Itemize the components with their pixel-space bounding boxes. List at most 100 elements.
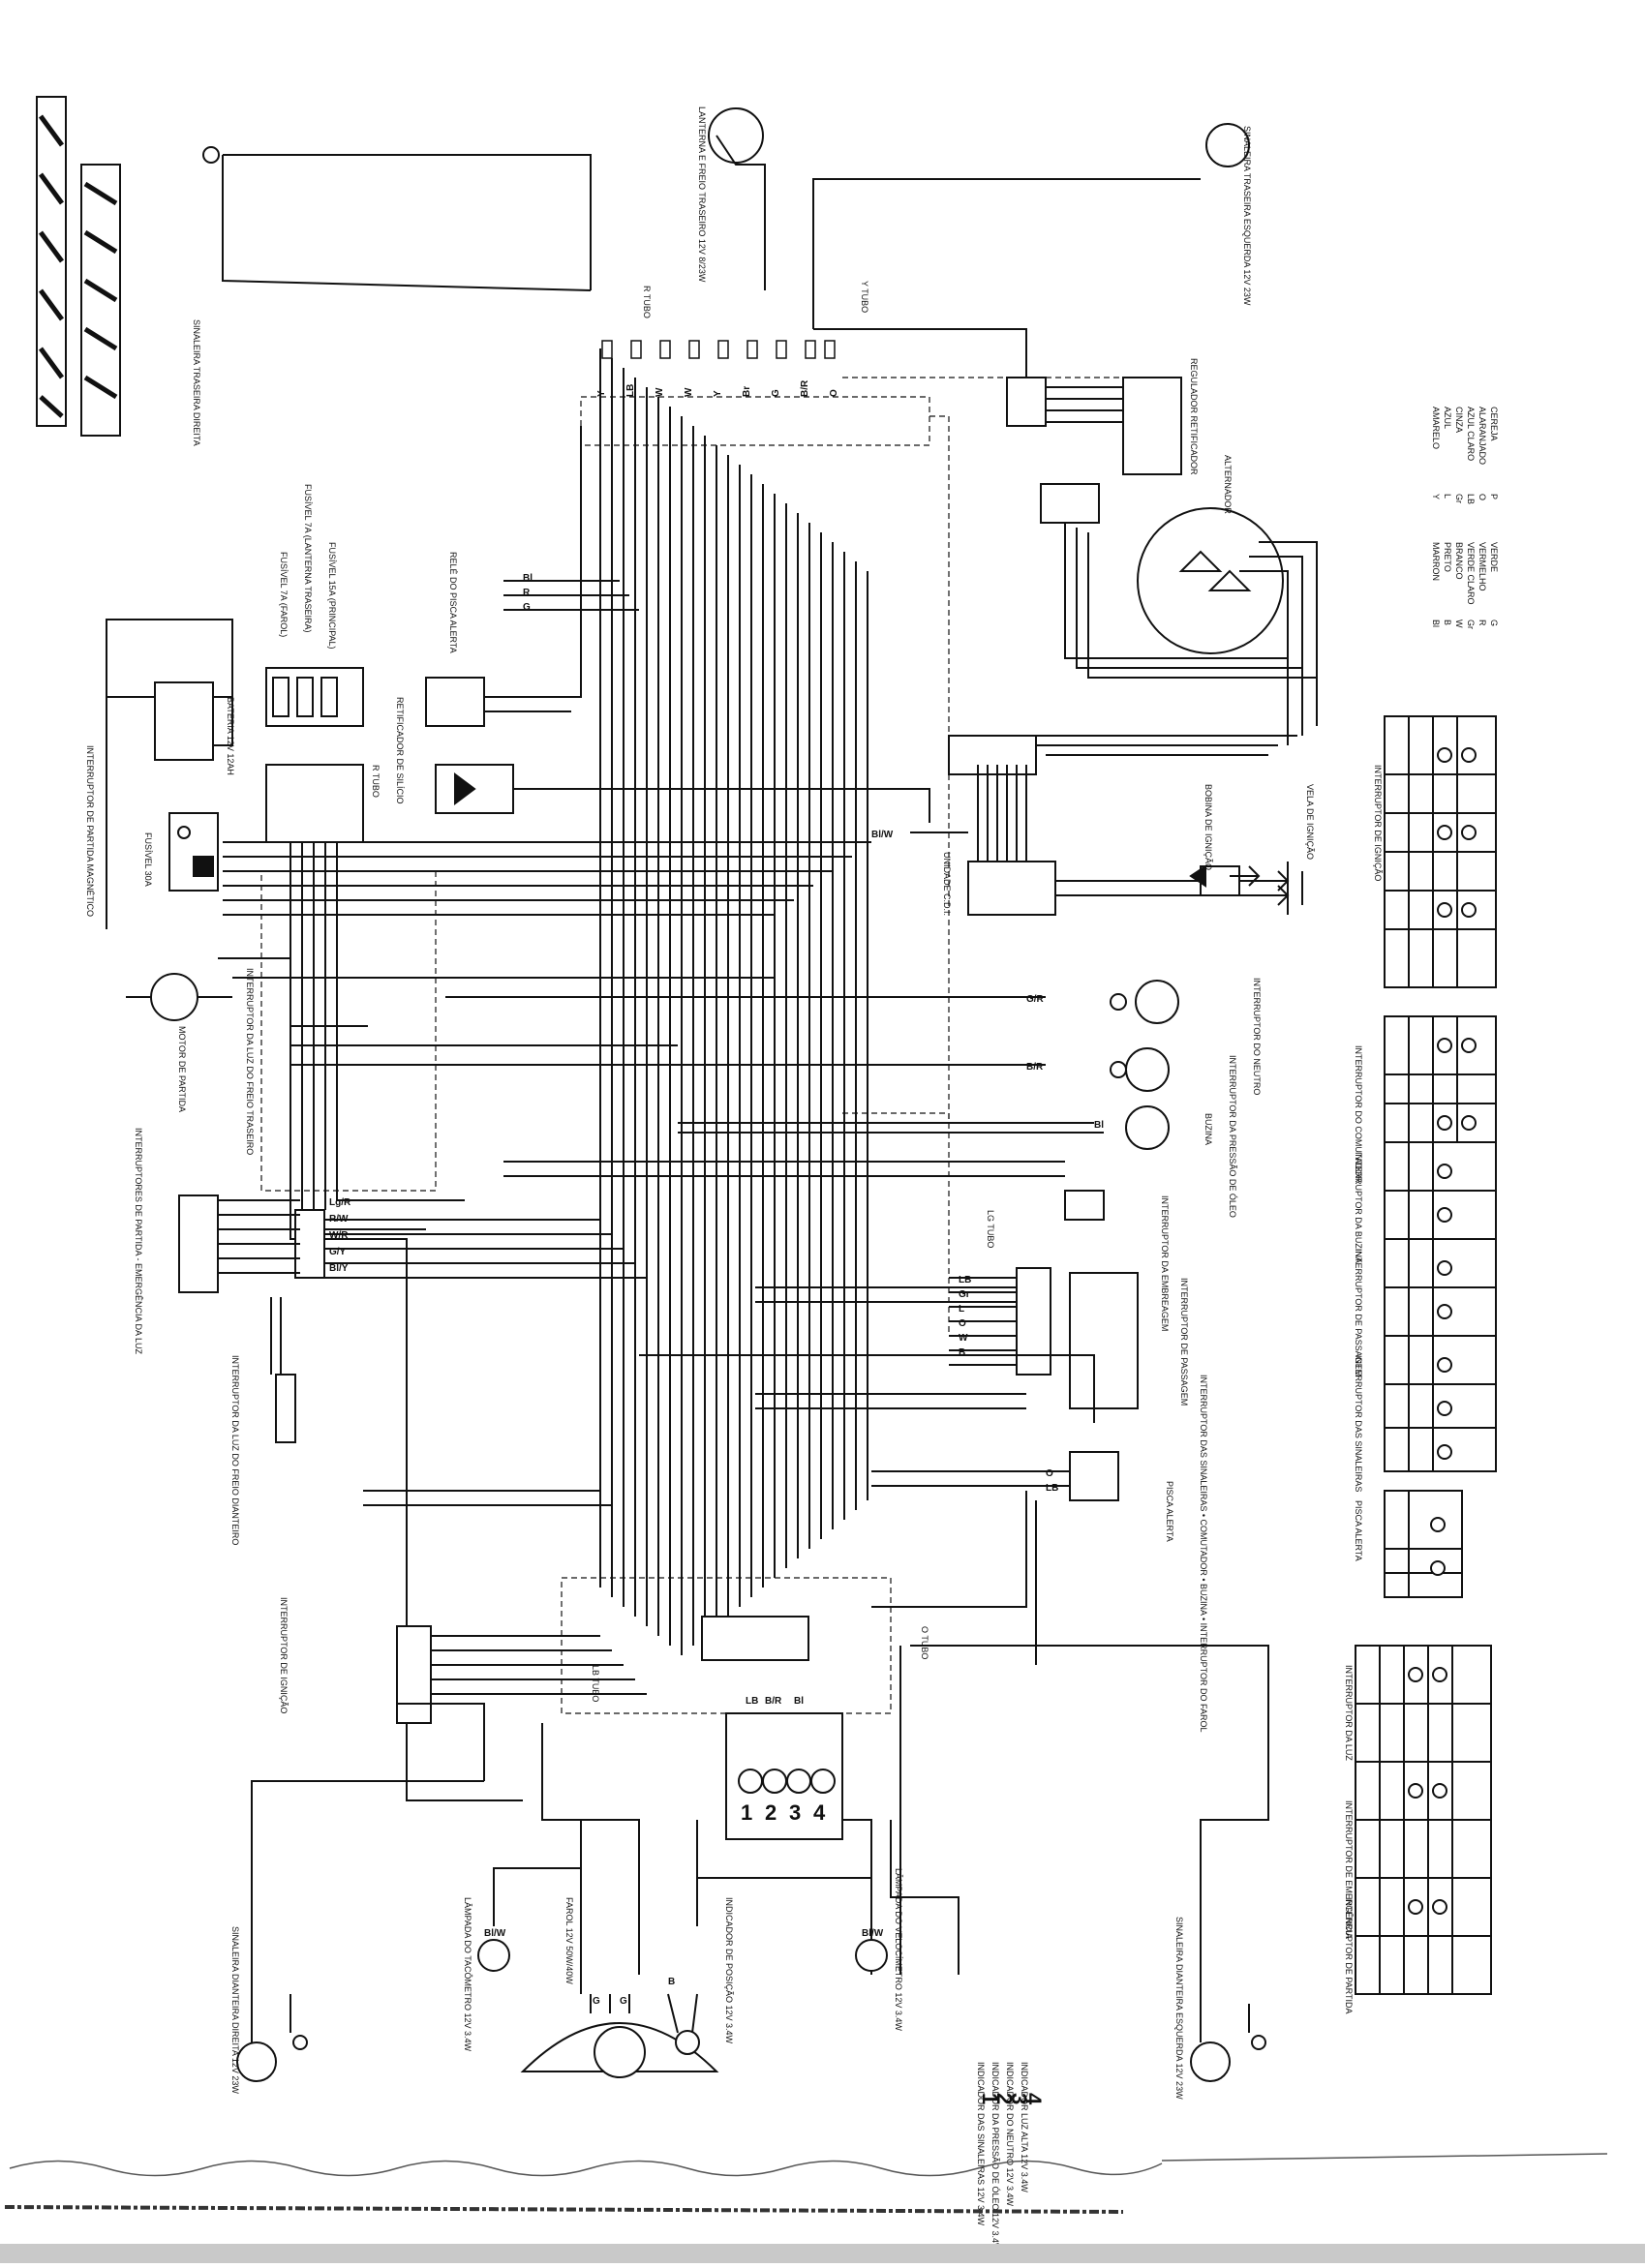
svg-text:Y: Y: [1431, 494, 1441, 499]
svg-text:LB: LB: [625, 384, 636, 397]
svg-text:FUSÍVEL 30A: FUSÍVEL 30A: [143, 832, 153, 887]
svg-text:LG TUBO: LG TUBO: [986, 1210, 995, 1248]
indicator-bulbs: [725, 1712, 843, 1840]
svg-text:CINZA: CINZA: [1454, 407, 1464, 433]
switch-blocks: [178, 1194, 809, 1724]
scan-bottom-strip: [0, 2244, 1645, 2263]
svg-text:INDICADOR DA PRESSÃO DE ÓLEO 1: INDICADOR DA PRESSÃO DE ÓLEO 12V 3.4W: [990, 2062, 1000, 2252]
svg-text:INTERRUPTOR DA LUZ: INTERRUPTOR DA LUZ: [1344, 1665, 1354, 1761]
svg-text:R TUBO: R TUBO: [642, 286, 652, 318]
left-wires: [218, 1161, 1269, 2004]
svg-text:Bl/W: Bl/W: [484, 1928, 506, 1939]
svg-text:INTERRUPTOR DE PASSAGEM: INTERRUPTOR DE PASSAGEM: [1354, 1249, 1363, 1376]
svg-text:R: R: [1477, 620, 1487, 626]
svg-text:BUZINA: BUZINA: [1203, 1113, 1213, 1145]
svg-text:B: B: [959, 1347, 965, 1358]
svg-text:BRANCO: BRANCO: [1454, 542, 1464, 580]
svg-text:REGULADOR RETIFICADOR: REGULADOR RETIFICADOR: [1189, 358, 1199, 475]
svg-text:INDICADOR DE POSIÇÃO 12V 3.4W: INDICADOR DE POSIÇÃO 12V 3.4W: [724, 1897, 734, 2044]
svg-text:R: R: [523, 588, 531, 598]
svg-text:Gr: Gr: [959, 1289, 970, 1300]
svg-text:W: W: [684, 387, 694, 397]
svg-text:4: 4: [813, 1800, 826, 1825]
svg-text:B: B: [668, 1977, 675, 1987]
svg-text:W: W: [655, 387, 665, 397]
svg-text:Y: Y: [596, 390, 607, 397]
svg-text:O: O: [1477, 494, 1487, 500]
svg-text:INDICADOR LUZ ALTA 12V 3.4W: INDICADOR LUZ ALTA 12V 3.4W: [1020, 2062, 1029, 2192]
svg-text:O: O: [1046, 1468, 1053, 1479]
svg-text:AZUL CLARO: AZUL CLARO: [1466, 407, 1476, 461]
svg-text:O: O: [959, 1318, 966, 1329]
svg-text:INTERRUPTOR DA BUZINA: INTERRUPTOR DA BUZINA: [1354, 1152, 1363, 1263]
svg-text:3: 3: [789, 1800, 801, 1825]
svg-text:LB: LB: [1466, 494, 1476, 504]
svg-text:INTERRUPTOR DA LUZ DO FREIO DI: INTERRUPTOR DA LUZ DO FREIO DIANTEIRO: [230, 1355, 240, 1545]
svg-text:LB: LB: [1046, 1483, 1058, 1494]
svg-text:B/R: B/R: [800, 379, 810, 397]
svg-text:INDICADOR DAS SINALEIRAS 12V 3: INDICADOR DAS SINALEIRAS 12V 3.4W: [976, 2062, 986, 2226]
front-lamps: [236, 1939, 1266, 2082]
svg-text:INTERRUPTOR DA LUZ DO FREIO TR: INTERRUPTOR DA LUZ DO FREIO TRASEIRO: [245, 968, 255, 1155]
svg-text:VERDE: VERDE: [1489, 542, 1499, 572]
svg-text:CEREJA: CEREJA: [1489, 407, 1499, 441]
svg-text:PRETO: PRETO: [1443, 542, 1452, 572]
svg-text:W: W: [959, 1333, 968, 1344]
cdi-wiring: [910, 765, 1303, 915]
svg-text:B: B: [1443, 620, 1452, 625]
svg-text:INTERRUPTOR DAS SINALEIRAS: INTERRUPTOR DAS SINALEIRAS: [1354, 1355, 1363, 1492]
svg-text:G/R: G/R: [1026, 994, 1045, 1005]
svg-text:O: O: [829, 389, 839, 397]
svg-text:Bl/Y: Bl/Y: [329, 1263, 349, 1274]
svg-text:INTERRUPTOR DE PASSAGEM: INTERRUPTOR DE PASSAGEM: [1179, 1278, 1189, 1406]
front-lamp-wires: [251, 1867, 1250, 2042]
svg-text:2: 2: [765, 1800, 777, 1825]
logo-marks: [36, 96, 121, 437]
svg-text:LÂMPADA DO VELOCÍMETRO 12V 3.4: LÂMPADA DO VELOCÍMETRO 12V 3.4W: [894, 1868, 903, 2031]
svg-text:INTERRUPTOR DE PARTIDA: INTERRUPTOR DE PARTIDA: [1344, 1897, 1354, 2014]
page-edge: [4, 2153, 1608, 2214]
svg-text:Bl/W: Bl/W: [871, 830, 894, 840]
svg-text:INTERRUPTOR DE PARTIDA MAGNÉTI: INTERRUPTOR DE PARTIDA MAGNÉTICO: [85, 745, 95, 917]
svg-text:G: G: [771, 389, 781, 397]
top-connectors: [601, 340, 836, 359]
svg-text:LÂMPADA DO TACÔMETRO 12V 3.4W: LÂMPADA DO TACÔMETRO 12V 3.4W: [463, 1897, 472, 2052]
svg-text:2: 2: [992, 2093, 1017, 2104]
svg-text:O TUBO: O TUBO: [920, 1626, 929, 1659]
indicator-numbers: 1 2 3 4: [741, 1800, 826, 1825]
svg-text:Y TUBO: Y TUBO: [860, 281, 869, 313]
svg-text:R TUBO: R TUBO: [371, 765, 381, 798]
svg-text:INTERRUPTOR DE EMERGÊNCIA: INTERRUPTOR DE EMERGÊNCIA: [1344, 1800, 1354, 1939]
battery-fuse-section: [106, 619, 514, 1021]
svg-text:BATERIA 12V 12AH: BATERIA 12V 12AH: [226, 697, 235, 775]
svg-text:B/R: B/R: [765, 1696, 782, 1707]
svg-text:SINALEIRA DIANTEIRA DIREITA 12: SINALEIRA DIANTEIRA DIREITA 12V 23W: [230, 1926, 240, 2094]
indicator-legend: 1 INDICADOR DAS SINALEIRAS 12V 3.4W 2 IN…: [976, 2062, 1046, 2252]
svg-text:PISCA ALERTA: PISCA ALERTA: [1165, 1481, 1174, 1542]
svg-text:SINALEIRA TRASEIRA ESQUERDA 12: SINALEIRA TRASEIRA ESQUERDA 12V 23W: [1242, 126, 1252, 306]
svg-text:UNIDADE C.D.I.: UNIDADE C.D.I.: [942, 852, 952, 916]
svg-text:ALTERNADOR: ALTERNADOR: [1223, 455, 1233, 514]
svg-text:ALARANJADO: ALARANJADO: [1477, 407, 1487, 465]
svg-text:Bl/W: Bl/W: [862, 1928, 884, 1939]
svg-text:SINALEIRA TRASEIRA DIREITA: SINALEIRA TRASEIRA DIREITA: [192, 319, 201, 446]
svg-text:W/R: W/R: [329, 1230, 349, 1241]
svg-text:G: G: [593, 1996, 600, 2007]
svg-text:W: W: [1454, 620, 1464, 628]
svg-text:G: G: [620, 1996, 627, 2007]
switch-contacts: [1408, 747, 1477, 1915]
component-labels: SINALEIRA TRASEIRA DIREITA LANTERNA E FR…: [85, 106, 1315, 2100]
svg-text:1: 1: [741, 1800, 752, 1825]
svg-text:FUSÍVEL 15A (PRINCIPAL): FUSÍVEL 15A (PRINCIPAL): [327, 542, 337, 650]
svg-text:LANTERNA E FREIO TRASEIRO 12V: LANTERNA E FREIO TRASEIRO 12V 8/23W: [697, 106, 707, 283]
svg-text:INTERRUPTORES DE PARTIDA - EME: INTERRUPTORES DE PARTIDA - EMERGÊNCIA DA…: [134, 1128, 143, 1355]
svg-text:MARRON: MARRON: [1431, 542, 1441, 581]
svg-text:L: L: [959, 1304, 964, 1315]
svg-text:INTERRUPTOR DO COMUTADOR: INTERRUPTOR DO COMUTADOR: [1354, 1045, 1363, 1183]
svg-text:BOBINA DE IGNIÇÃO: BOBINA DE IGNIÇÃO: [1203, 784, 1213, 870]
right-sensors: [948, 735, 1261, 1501]
wire-code-labels: Bl R G Bl/W G/R B/R Bl Lg/R R/W W/R G/Y …: [329, 573, 1104, 2007]
switch-table-titles: INTERRUPTOR DE IGNIÇÃO INTERRUPTOR DO CO…: [1344, 765, 1383, 2014]
svg-text:FUSÍVEL 7A (LANTERNA TRASEIRA): FUSÍVEL 7A (LANTERNA TRASEIRA): [303, 484, 313, 633]
